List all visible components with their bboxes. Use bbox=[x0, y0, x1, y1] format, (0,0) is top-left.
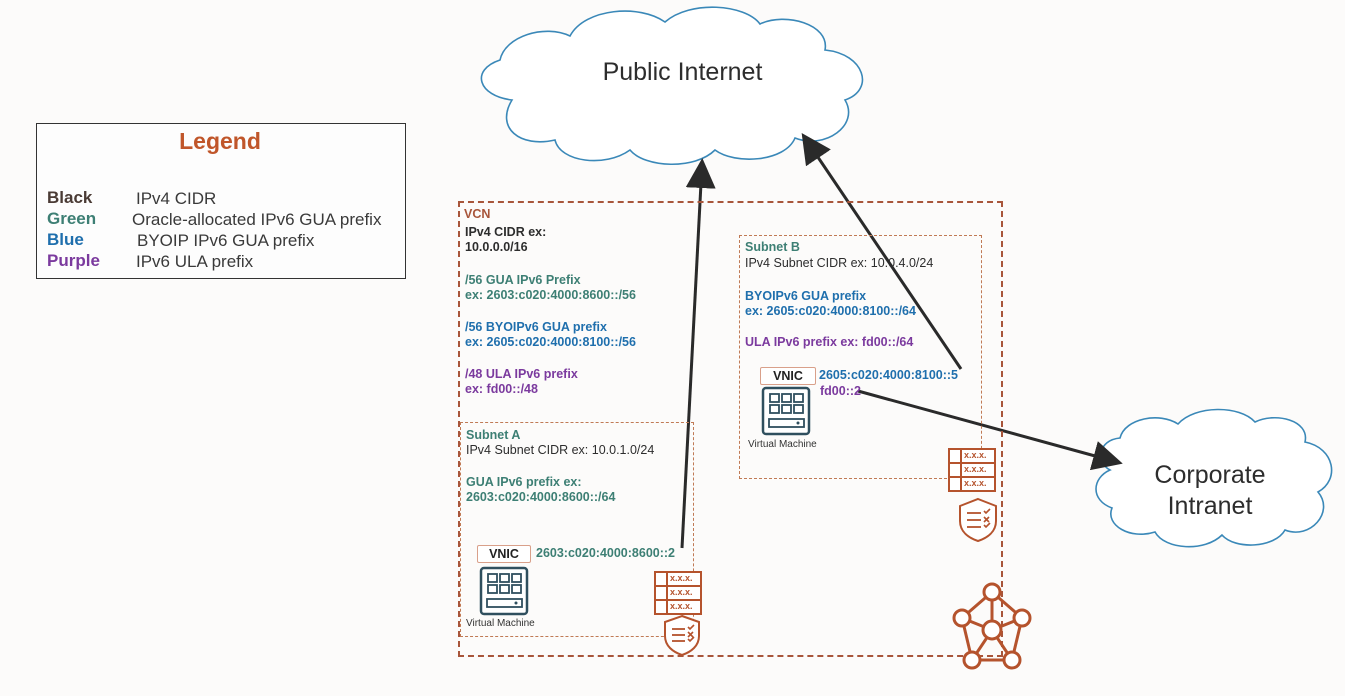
subnet-a-vnic: VNIC bbox=[477, 545, 531, 563]
public-internet-label: Public Internet bbox=[602, 58, 763, 86]
legend-desc-purple: IPv6 ULA prefix bbox=[136, 252, 254, 271]
legend-title: Legend bbox=[179, 128, 261, 154]
vcn-byoip-value: ex: 2605:c020:4000:8100::/56 bbox=[465, 335, 636, 349]
security-shield-icon bbox=[664, 614, 700, 656]
subnet-a-gua-label: GUA IPv6 prefix ex: bbox=[466, 475, 582, 489]
security-list-cell: x.x.x. bbox=[964, 450, 987, 460]
vcn-gua-label: /56 GUA IPv6 Prefix bbox=[465, 273, 581, 287]
subnet-b-label: Subnet B bbox=[745, 240, 800, 254]
security-list-cell: x.x.x. bbox=[964, 478, 987, 488]
legend-key-blue: Blue bbox=[47, 230, 84, 249]
security-list-icon: x.x.x. x.x.x. x.x.x. bbox=[654, 571, 702, 620]
legend-desc-blue: BYOIP IPv6 GUA prefix bbox=[137, 231, 315, 250]
vcn-boundary bbox=[458, 201, 1003, 657]
security-list-cell: x.x.x. bbox=[670, 601, 693, 611]
subnet-b-byoip-value: ex: 2605:c020:4000:8100::/64 bbox=[745, 304, 916, 318]
vcn-byoip-label: /56 BYOIPv6 GUA prefix bbox=[465, 320, 607, 334]
legend-box bbox=[36, 123, 406, 279]
router-mesh-icon bbox=[952, 582, 1032, 670]
subnet-b-vnic: VNIC bbox=[760, 367, 816, 385]
security-list-icon: x.x.x. x.x.x. x.x.x. bbox=[948, 448, 996, 497]
corporate-label-line2: Intranet bbox=[1167, 492, 1253, 520]
arrow-subnet-a-to-internet bbox=[680, 158, 716, 549]
subnet-b-vnic-address-gua: 2605:c020:4000:8100::5 bbox=[819, 368, 958, 382]
virtual-machine-icon bbox=[479, 566, 529, 616]
subnet-b-vm-caption: Virtual Machine bbox=[748, 439, 817, 450]
arrow-subnet-b-to-internet bbox=[801, 133, 963, 370]
subnet-a-label: Subnet A bbox=[466, 428, 521, 442]
legend-key-green: Green bbox=[47, 209, 97, 228]
virtual-machine-icon bbox=[761, 386, 811, 436]
subnet-b-boundary bbox=[739, 235, 982, 479]
subnet-a-ipv4: IPv4 Subnet CIDR ex: 10.0.1.0/24 bbox=[466, 443, 655, 457]
vcn-ipv4-value: 10.0.0.0/16 bbox=[465, 240, 528, 254]
subnet-b-ipv4: IPv4 Subnet CIDR ex: 10.0.4.0/24 bbox=[745, 256, 934, 270]
legend-desc-green: Oracle-allocated IPv6 GUA prefix bbox=[132, 210, 382, 229]
security-list-cell: x.x.x. bbox=[964, 464, 987, 474]
arrow-subnet-b-to-corporate bbox=[857, 389, 1123, 471]
vcn-ipv4-label: IPv4 CIDR ex: bbox=[465, 225, 547, 239]
legend-key-black: Black bbox=[47, 188, 93, 207]
subnet-b-ula: ULA IPv6 prefix ex: fd00::/64 bbox=[745, 335, 914, 349]
subnet-a-vm-caption: Virtual Machine bbox=[466, 618, 535, 629]
legend-desc-black: IPv4 CIDR bbox=[136, 189, 217, 208]
security-list-cell: x.x.x. bbox=[670, 573, 693, 583]
security-shield-icon bbox=[959, 497, 997, 543]
subnet-a-boundary bbox=[460, 422, 694, 637]
subnet-b-byoip-label: BYOIPv6 GUA prefix bbox=[745, 289, 867, 303]
subnet-b-vnic-address-ula: fd00::2 bbox=[820, 384, 861, 398]
subnet-a-gua-value: 2603:c020:4000:8600::/64 bbox=[466, 490, 616, 504]
vcn-ula-label: /48 ULA IPv6 prefix bbox=[465, 367, 578, 381]
vcn-gua-value: ex: 2603:c020:4000:8600::/56 bbox=[465, 288, 636, 302]
subnet-a-vnic-address: 2603:c020:4000:8600::2 bbox=[536, 546, 675, 560]
corporate-intranet-label: Corporate Intranet bbox=[1130, 460, 1290, 522]
public-internet-cloud bbox=[480, 6, 864, 165]
security-list-cell: x.x.x. bbox=[670, 587, 693, 597]
vcn-ula-value: ex: fd00::/48 bbox=[465, 382, 538, 396]
corporate-label-line1: Corporate bbox=[1154, 461, 1266, 489]
corporate-intranet-cloud bbox=[1095, 408, 1333, 548]
vcn-label: VCN bbox=[464, 207, 491, 221]
legend-key-purple: Purple bbox=[47, 251, 100, 270]
